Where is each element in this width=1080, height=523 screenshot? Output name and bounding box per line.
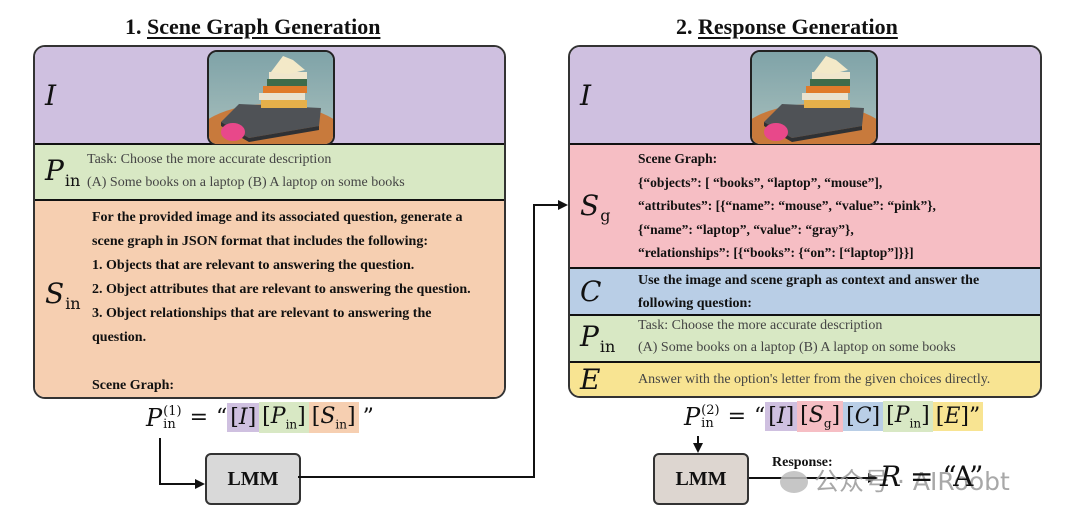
result-equals: = [910, 460, 934, 493]
formula-sup-sub: (1)in [163, 403, 182, 432]
token-prompt: [Pin] [883, 401, 933, 433]
formula-equals: = [727, 404, 747, 430]
context-line: following question: [638, 296, 752, 311]
stage2-context-text: Use the image and scene graph as context… [638, 269, 979, 315]
stage2-panel: I Sg Scene Graph: {“objects”: [ “books [568, 45, 1042, 398]
stage2-context-row: C Use the image and scene graph as conte… [570, 269, 1040, 316]
formula-open-quote: “ [216, 405, 228, 431]
result-value: “A” [942, 460, 984, 493]
lmm-label: LMM [227, 467, 279, 490]
scene-prompt-line: 3. Object relationships that are relevan… [92, 306, 432, 321]
scene-graph-symbol: Sg [580, 189, 611, 225]
stage2-title: 2. Response Generation [676, 14, 898, 40]
scene-prompt-line: scene graph in JSON format that includes… [92, 234, 428, 249]
scene-prompt-line: 2. Object attributes that are relevant t… [92, 282, 471, 297]
stage1-formula: P (1)in = “ [I] [Pin] [Sin] ” [146, 402, 374, 434]
stage2-scene-graph-row: Sg Scene Graph: {“objects”: [ “books”, “… [570, 145, 1040, 269]
token-scene-prompt: [Sin] [308, 402, 359, 434]
stage2-prompt-row: Pin Task: Choose the more accurate descr… [570, 316, 1040, 363]
scene-graph-line: Scene Graph: [638, 151, 718, 166]
context-symbol: C [580, 275, 602, 308]
stage1-lmm-box: LMM [205, 453, 301, 505]
result-symbol: R [880, 460, 902, 493]
prompt-line: (A) Some books on a laptop (B) A laptop … [638, 340, 956, 355]
stage2-formula: P (2)in = “ [I] [Sg] [C] [Pin] [E]” [684, 401, 984, 433]
lmm-label: LMM [675, 467, 727, 490]
books-laptop-image [209, 52, 333, 144]
prompt-line: Task: Choose the more accurate descripti… [638, 318, 883, 333]
stage1-image-row: I [35, 47, 504, 146]
instruction-line: Answer with the option's letter from the… [638, 372, 991, 387]
stage1-scene-prompt-text: For the provided image and its associate… [92, 206, 471, 397]
token-image: [I] [765, 402, 798, 432]
formula-equals: = [189, 405, 209, 431]
formula-sup-sub: (2)in [701, 402, 720, 431]
prompt-symbol: Pin [45, 154, 81, 190]
prompt-line: Task: Choose the more accurate descripti… [87, 152, 332, 167]
token-context: [C] [843, 402, 884, 432]
formula-close-quote: ” [968, 404, 981, 430]
scene-prompt-symbol: Sin [45, 277, 81, 313]
stage2-lmm-box: LMM [653, 453, 749, 505]
formula-open-quote: “ [754, 404, 766, 430]
scene-graph-line: {“name”: “laptop”, “value”: “gray”}, [638, 221, 854, 237]
stage1-number: 1. [125, 14, 142, 39]
scene-prompt-line: 1. Objects that are relevant to answerin… [92, 258, 415, 273]
stage2-prompt-text: Task: Choose the more accurate descripti… [638, 315, 956, 359]
stage1-prompt-row: Pin Task: Choose the more accurate descr… [35, 145, 504, 201]
context-line: Use the image and scene graph as context… [638, 273, 980, 288]
instruction-symbol: E [580, 363, 601, 396]
stage1-panel: I Pin Task: Choose the more accurate des… [33, 45, 506, 399]
prompt-line: (A) Some books on a laptop (B) A laptop … [87, 175, 405, 190]
scene-prompt-line: question. [92, 330, 147, 345]
watermark: 公众号 · AIRoobt [780, 462, 1010, 498]
formula-lhs: P [146, 403, 163, 432]
prompt-symbol: Pin [580, 320, 616, 356]
scene-graph-line: “relationships”: [{“books”: {“on”: [“lap… [638, 245, 914, 260]
image-symbol: I [580, 79, 592, 112]
input-image [750, 50, 878, 146]
formula-lhs: P [684, 402, 701, 431]
stage2-number: 2. [676, 14, 693, 39]
response-label: Response: [772, 455, 833, 470]
token-instruction: [E]” [932, 402, 984, 432]
response-result: R = “A” [880, 460, 984, 493]
stage2-image-row: I [570, 47, 1040, 146]
watermark-text: 公众号 · AIRoobt [814, 467, 1010, 496]
token-scene-graph: [Sg] [797, 401, 844, 433]
arrow-lmm-to-scene-graph [298, 200, 568, 478]
arrow-formula1-to-lmm [159, 438, 205, 489]
stage2-scene-graph-text: Scene Graph: {“objects”: [ “books”, “lap… [638, 147, 936, 265]
books-laptop-image [752, 52, 876, 144]
stage1-prompt-text: Task: Choose the more accurate descripti… [87, 148, 405, 194]
wechat-icon [780, 471, 808, 493]
scene-prompt-line: Scene Graph: [92, 378, 175, 393]
image-symbol: I [45, 79, 57, 112]
token-image: [I] [227, 403, 260, 433]
token-prompt: [Pin] [259, 402, 309, 434]
stage2-title-text: Response Generation [698, 14, 898, 39]
stage1-title-text: Scene Graph Generation [147, 14, 381, 39]
formula-close-quote: ” [362, 405, 374, 431]
scene-prompt-line: For the provided image and its associate… [92, 210, 463, 225]
stage2-instruction-row: E Answer with the option's letter from t… [570, 363, 1040, 396]
stage1-scene-prompt-row: Sin For the provided image and its assoc… [35, 201, 504, 397]
stage1-title: 1. Scene Graph Generation [125, 14, 380, 40]
stage2-instruction-text: Answer with the option's letter from the… [638, 368, 990, 391]
scene-graph-line: “attributes”: [{“name”: “mouse”, “value”… [638, 198, 936, 213]
scene-graph-line: {“objects”: [ “books”, “laptop”, “mouse”… [638, 174, 883, 190]
